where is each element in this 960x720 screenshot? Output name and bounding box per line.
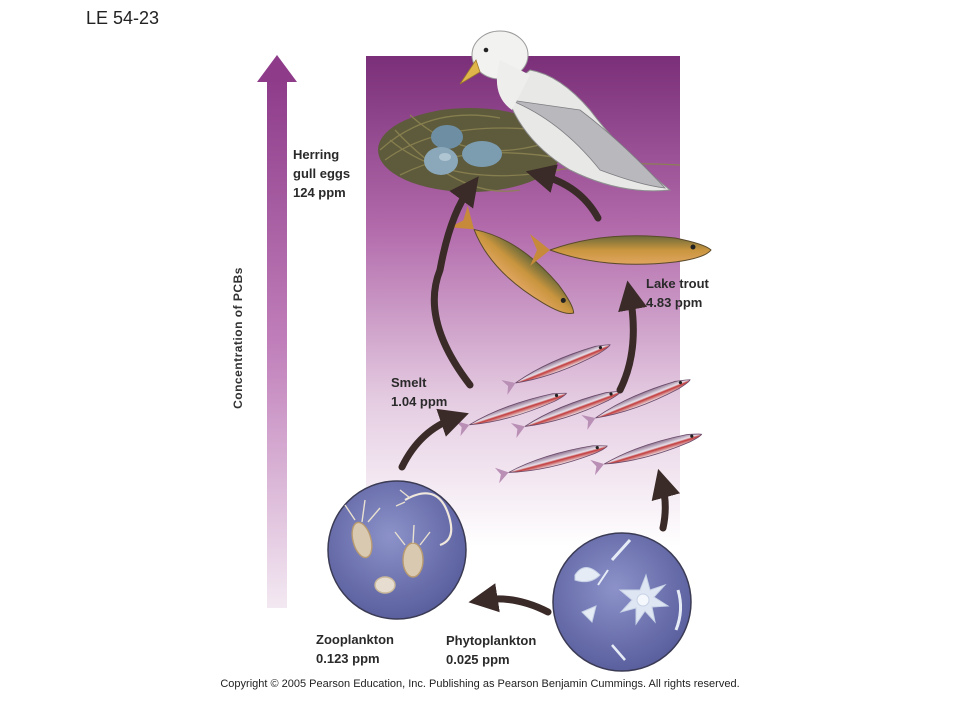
label-herring-gull-eggs: Herring gull eggs 124 ppm [293,145,350,202]
axis-label: Concentration of PCBs [231,267,245,409]
smelt-fish [494,445,608,484]
smelt-school [455,344,703,484]
lake-trout-fish-1 [449,205,575,314]
arrow-smelt-to-gull [430,176,479,389]
smelt-fish [581,379,691,430]
label-value: 1.04 ppm [391,394,448,409]
smelt-fish [501,344,611,395]
label-value: 0.025 ppm [446,652,510,667]
label-phytoplankton: Phytoplankton 0.025 ppm [446,631,536,669]
concentration-arrow [257,55,297,608]
arrow-zoo-to-smelt [398,408,469,471]
flow-arrows [398,164,681,616]
label-value: 4.83 ppm [646,295,703,310]
arrow-phyto-to-zoo [468,583,552,616]
smelt-fish [590,433,703,476]
label-line: Zooplankton [316,632,394,647]
lake-trout-fish-2 [530,234,712,266]
label-value: 0.123 ppm [316,651,380,666]
label-smelt: Smelt 1.04 ppm [391,373,447,411]
arrow-phyto-to-smelt [651,468,681,532]
zooplankton-circle [327,480,467,620]
label-line: Herring [293,147,340,162]
label-line: Phytoplankton [446,633,537,648]
label-lake-trout: Lake trout 4.83 ppm [646,274,709,312]
label-value: 124 ppm [293,185,346,200]
label-line: Smelt [391,375,427,390]
phytoplankton-circle [552,532,692,672]
herring-gull [459,30,672,192]
label-line: gull eggs [293,166,351,181]
label-line: Lake trout [646,276,709,291]
arrow-smelt-to-trout [616,280,648,394]
label-zooplankton: Zooplankton 0.123 ppm [316,630,394,668]
arrow-trout-to-gull [525,164,602,222]
copyright-notice: Copyright © 2005 Pearson Education, Inc.… [220,678,740,690]
slide-label: LE 54-23 [86,8,160,28]
